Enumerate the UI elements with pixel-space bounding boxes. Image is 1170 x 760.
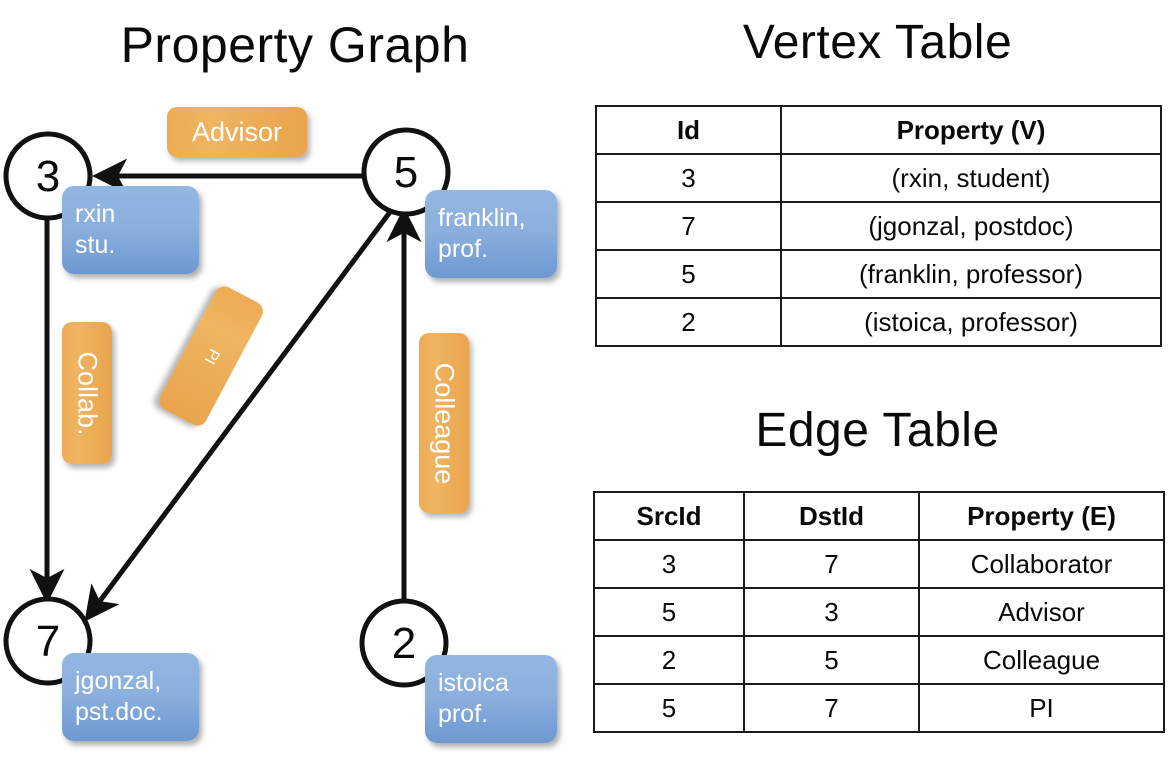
node-property-line: franklin, (438, 204, 526, 232)
node-property-line: stu. (75, 231, 116, 259)
edge-badge-label: Colleague (429, 362, 460, 484)
edge-src-cell: 5 (593, 587, 745, 637)
edge-src-cell: 3 (593, 539, 745, 589)
node-property-line: prof. (438, 235, 489, 263)
page-title-property-graph: Property Graph (120, 17, 470, 73)
node-property-box-istoica: istoica prof. (425, 655, 557, 743)
edge-badge-advisor: Advisor (167, 107, 307, 157)
node-property-line: istoica (438, 669, 509, 697)
node-property-box-rxin: rxin stu. (62, 186, 199, 274)
vertex-property-cell: (rxin, student) (780, 153, 1162, 203)
vertex-id-cell: 3 (595, 153, 782, 203)
vertex-property-cell: (jgonzal, postdoc) (780, 201, 1162, 251)
vertex-id-cell: 5 (595, 249, 782, 299)
table-row: 3 7 Collaborator (593, 539, 1165, 589)
vertex-table-header-property: Property (V) (780, 105, 1162, 155)
vertex-property-cell: (istoica, professor) (780, 297, 1162, 347)
edge-table: SrcId DstId Property (E) 3 7 Collaborato… (593, 491, 1165, 733)
edge-badge-label: PI (200, 345, 223, 367)
edge-dst-cell: 5 (743, 635, 920, 685)
edge-dst-cell: 7 (743, 683, 920, 733)
node-property-line: pst.doc. (75, 698, 163, 726)
edge-property-cell: Advisor (918, 587, 1165, 637)
edge-table-header-srcid: SrcId (593, 491, 745, 541)
node-property-line: prof. (438, 700, 489, 728)
table-row: 2 (istoica, professor) (595, 297, 1162, 347)
edge-src-cell: 2 (593, 635, 745, 685)
table-row: 5 3 Advisor (593, 587, 1165, 637)
graph-node-label-5: 5 (393, 148, 419, 197)
page-title-vertex-table: Vertex Table (742, 16, 1013, 69)
graph-node-label-2: 2 (391, 619, 417, 668)
table-header-row: Id Property (V) (595, 105, 1162, 155)
graph-node-5 (361, 127, 451, 217)
node-property-line: jgonzal, (75, 667, 162, 695)
node-property-box-franklin: franklin, prof. (425, 190, 557, 278)
edge-badge-colleague: Colleague (419, 333, 469, 513)
table-row: 5 7 PI (593, 683, 1165, 733)
table-row: 3 (rxin, student) (595, 153, 1162, 203)
edge-table-header-dstid: DstId (743, 491, 920, 541)
graph-node-label-7: 7 (35, 617, 61, 666)
vertex-table: Id Property (V) 3 (rxin, student) 7 (jgo… (595, 105, 1162, 347)
node-property-line: rxin (75, 200, 116, 228)
table-row: 7 (jgonzal, postdoc) (595, 201, 1162, 251)
edge-badge-collab: Collab. (62, 322, 112, 464)
edge-property-cell: PI (918, 683, 1165, 733)
vertex-table-header-id: Id (595, 105, 782, 155)
edge-badge-label: Advisor (191, 116, 283, 147)
graph-node-label-3: 3 (35, 152, 61, 201)
edge-dst-cell: 3 (743, 587, 920, 637)
edge-src-cell: 5 (593, 683, 745, 733)
table-row: 5 (franklin, professor) (595, 249, 1162, 299)
page-title-edge-table: Edge Table (755, 404, 1000, 457)
table-row: 2 5 Colleague (593, 635, 1165, 685)
edge-property-cell: Collaborator (918, 539, 1165, 589)
vertex-property-cell: (franklin, professor) (780, 249, 1162, 299)
table-header-row: SrcId DstId Property (E) (593, 491, 1165, 541)
node-property-box-jgonzal: jgonzal, pst.doc. (62, 653, 199, 741)
edge-dst-cell: 7 (743, 539, 920, 589)
vertex-id-cell: 7 (595, 201, 782, 251)
vertex-id-cell: 2 (595, 297, 782, 347)
edge-badge-label: Collab. (72, 350, 103, 436)
edge-table-header-property: Property (E) (918, 491, 1165, 541)
edge-5-to-7 (84, 202, 399, 622)
edge-property-cell: Colleague (918, 635, 1165, 685)
